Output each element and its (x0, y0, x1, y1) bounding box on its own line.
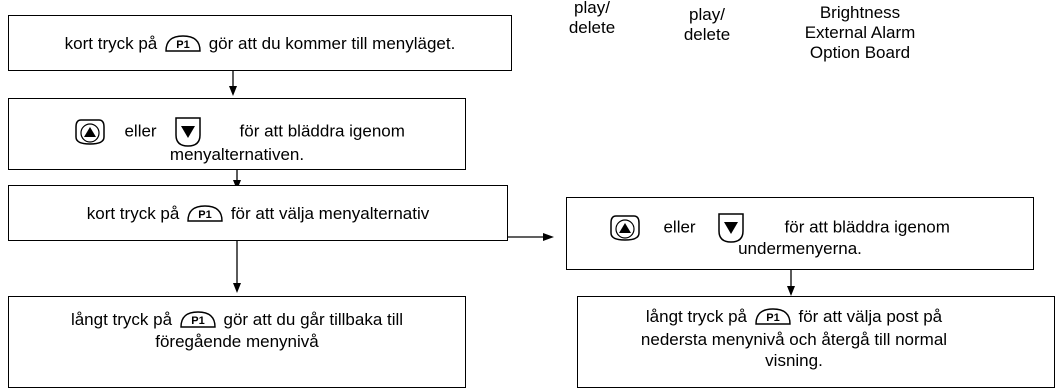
svg-text:P1: P1 (198, 209, 211, 221)
header-col1-line1: play/ (574, 0, 610, 17)
b4-line2: föregående menynivå (155, 332, 319, 351)
step-box-go-back: långt tryck på P1 gör att du går tillbak… (8, 296, 466, 388)
b4-after: gör att du går tillbaka till (223, 310, 404, 329)
arrowhead-5 (787, 286, 795, 296)
b5-after: för att bläddra igenom (784, 217, 950, 237)
b5-line2: undermenyerna. (738, 239, 862, 258)
b4-before: långt tryck på (70, 310, 173, 329)
header-col2-line1: play/ (689, 5, 725, 24)
p1-button-icon: P1 (180, 311, 216, 328)
b1-after: gör att du kommer till menyläget. (208, 34, 456, 53)
b6-after: för att välja post på (798, 307, 943, 326)
p1-button-icon: P1 (165, 35, 201, 52)
header-col1-line2: delete (568, 18, 616, 37)
arrowhead-1 (229, 86, 237, 96)
header-col3-line3: Option Board (809, 43, 911, 62)
header-col2: play/ delete (667, 5, 747, 45)
b2-after: för att bläddra igenom (239, 121, 405, 141)
arrowhead-4 (543, 233, 554, 241)
b5-or: eller (663, 217, 696, 237)
down-arrow-button-icon (175, 117, 201, 147)
svg-text:P1: P1 (191, 315, 204, 327)
svg-text:P1: P1 (176, 39, 189, 51)
b6-line3: visning. (765, 351, 823, 370)
up-arrow-button-icon (75, 119, 105, 145)
b6-before: långt tryck på (645, 307, 747, 326)
header-col1: play/ delete (552, 0, 632, 38)
down-arrow-button-icon (718, 213, 744, 243)
b2-or: eller (124, 121, 157, 141)
b3-after: för att välja menyalternativ (230, 204, 430, 223)
header-col3: Brightness External Alarm Option Board (780, 3, 940, 63)
up-arrow-button-icon (610, 215, 640, 241)
p1-button-icon: P1 (755, 308, 791, 325)
arrowhead-3 (233, 283, 241, 293)
header-col2-line2: delete (683, 25, 731, 44)
step-box-select-item: kort tryck på P1 för att välja menyalter… (8, 185, 508, 241)
b6-line2: nedersta menynivå och återgå till normal (640, 330, 948, 349)
step-box-browse-menu: eller för att bläddra igenom menyalterna… (8, 98, 466, 170)
header-col3-line1: Brightness (819, 3, 901, 22)
step-box-select-post: långt tryck på P1 för att välja post på … (577, 296, 1055, 388)
b2-line2: menyalternativen. (169, 145, 305, 164)
header-col3-line2: External Alarm (804, 23, 916, 42)
p1-button-icon: P1 (187, 205, 223, 222)
b3-before: kort tryck på (86, 204, 180, 223)
b1-before: kort tryck på (64, 34, 158, 53)
step-box-browse-submenu: eller för att bläddra igenom undermenyer… (566, 197, 1034, 270)
svg-text:P1: P1 (766, 312, 779, 324)
step-box-enter-menu: kort tryck på P1 gör att du kommer till … (8, 15, 512, 71)
